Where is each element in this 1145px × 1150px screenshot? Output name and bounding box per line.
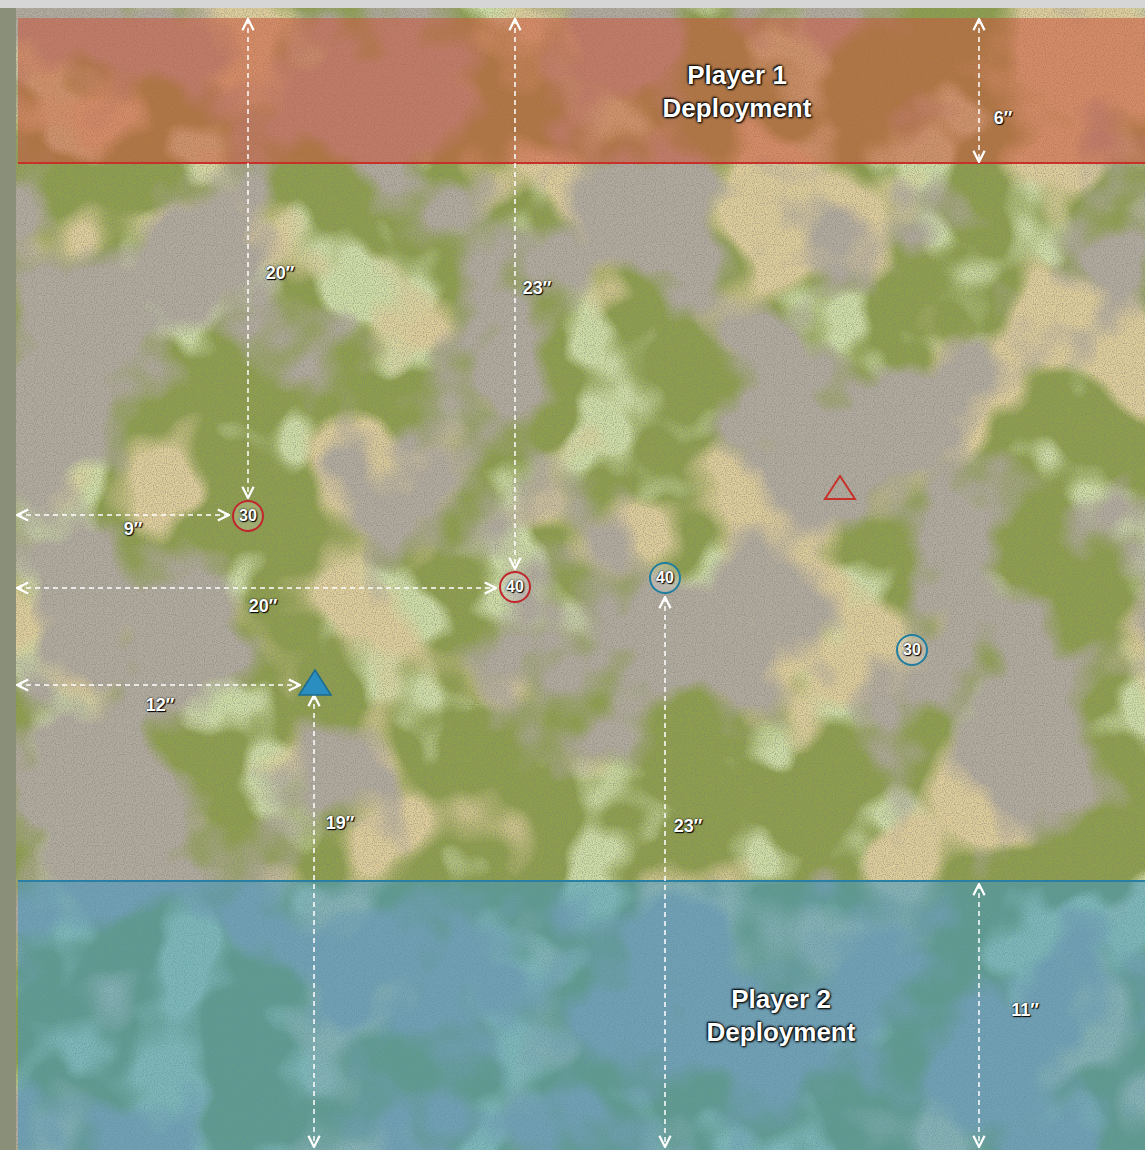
deployment-line xyxy=(18,880,1145,882)
objective-marker: 30 xyxy=(232,500,264,532)
deployment-band: Player 2 Deployment xyxy=(18,882,1145,1150)
distance-label: 20″ xyxy=(249,596,278,617)
objective-triangle xyxy=(825,476,855,499)
objective-triangle xyxy=(299,670,331,695)
deployment-band: Player 1 Deployment xyxy=(18,18,1145,163)
distance-label: 20″ xyxy=(266,263,295,284)
marker-value: 40 xyxy=(506,578,524,596)
deployment-line xyxy=(18,162,1145,164)
terrain xyxy=(16,8,1145,1150)
zone-title: Player 1 Deployment xyxy=(642,59,832,126)
zone-title: Player 2 Deployment xyxy=(686,983,876,1050)
distance-label: 6″ xyxy=(994,108,1013,129)
deployment-zone xyxy=(18,882,1145,1150)
objective-marker: 30 xyxy=(896,634,928,666)
distance-label: 9″ xyxy=(124,519,143,540)
marker-value: 30 xyxy=(903,641,921,659)
deployment-zone xyxy=(18,18,1145,163)
distance-label: 19″ xyxy=(326,813,355,834)
distance-label: 23″ xyxy=(523,278,552,299)
distance-label: 12″ xyxy=(146,695,175,716)
objective-marker: 40 xyxy=(499,571,531,603)
distance-label: 23″ xyxy=(674,816,703,837)
marker-value: 30 xyxy=(239,507,257,525)
objective-marker: 40 xyxy=(649,562,681,594)
measure-lines xyxy=(17,19,979,1147)
marker-value: 40 xyxy=(656,569,674,587)
distance-label: 11″ xyxy=(1011,1000,1039,1021)
